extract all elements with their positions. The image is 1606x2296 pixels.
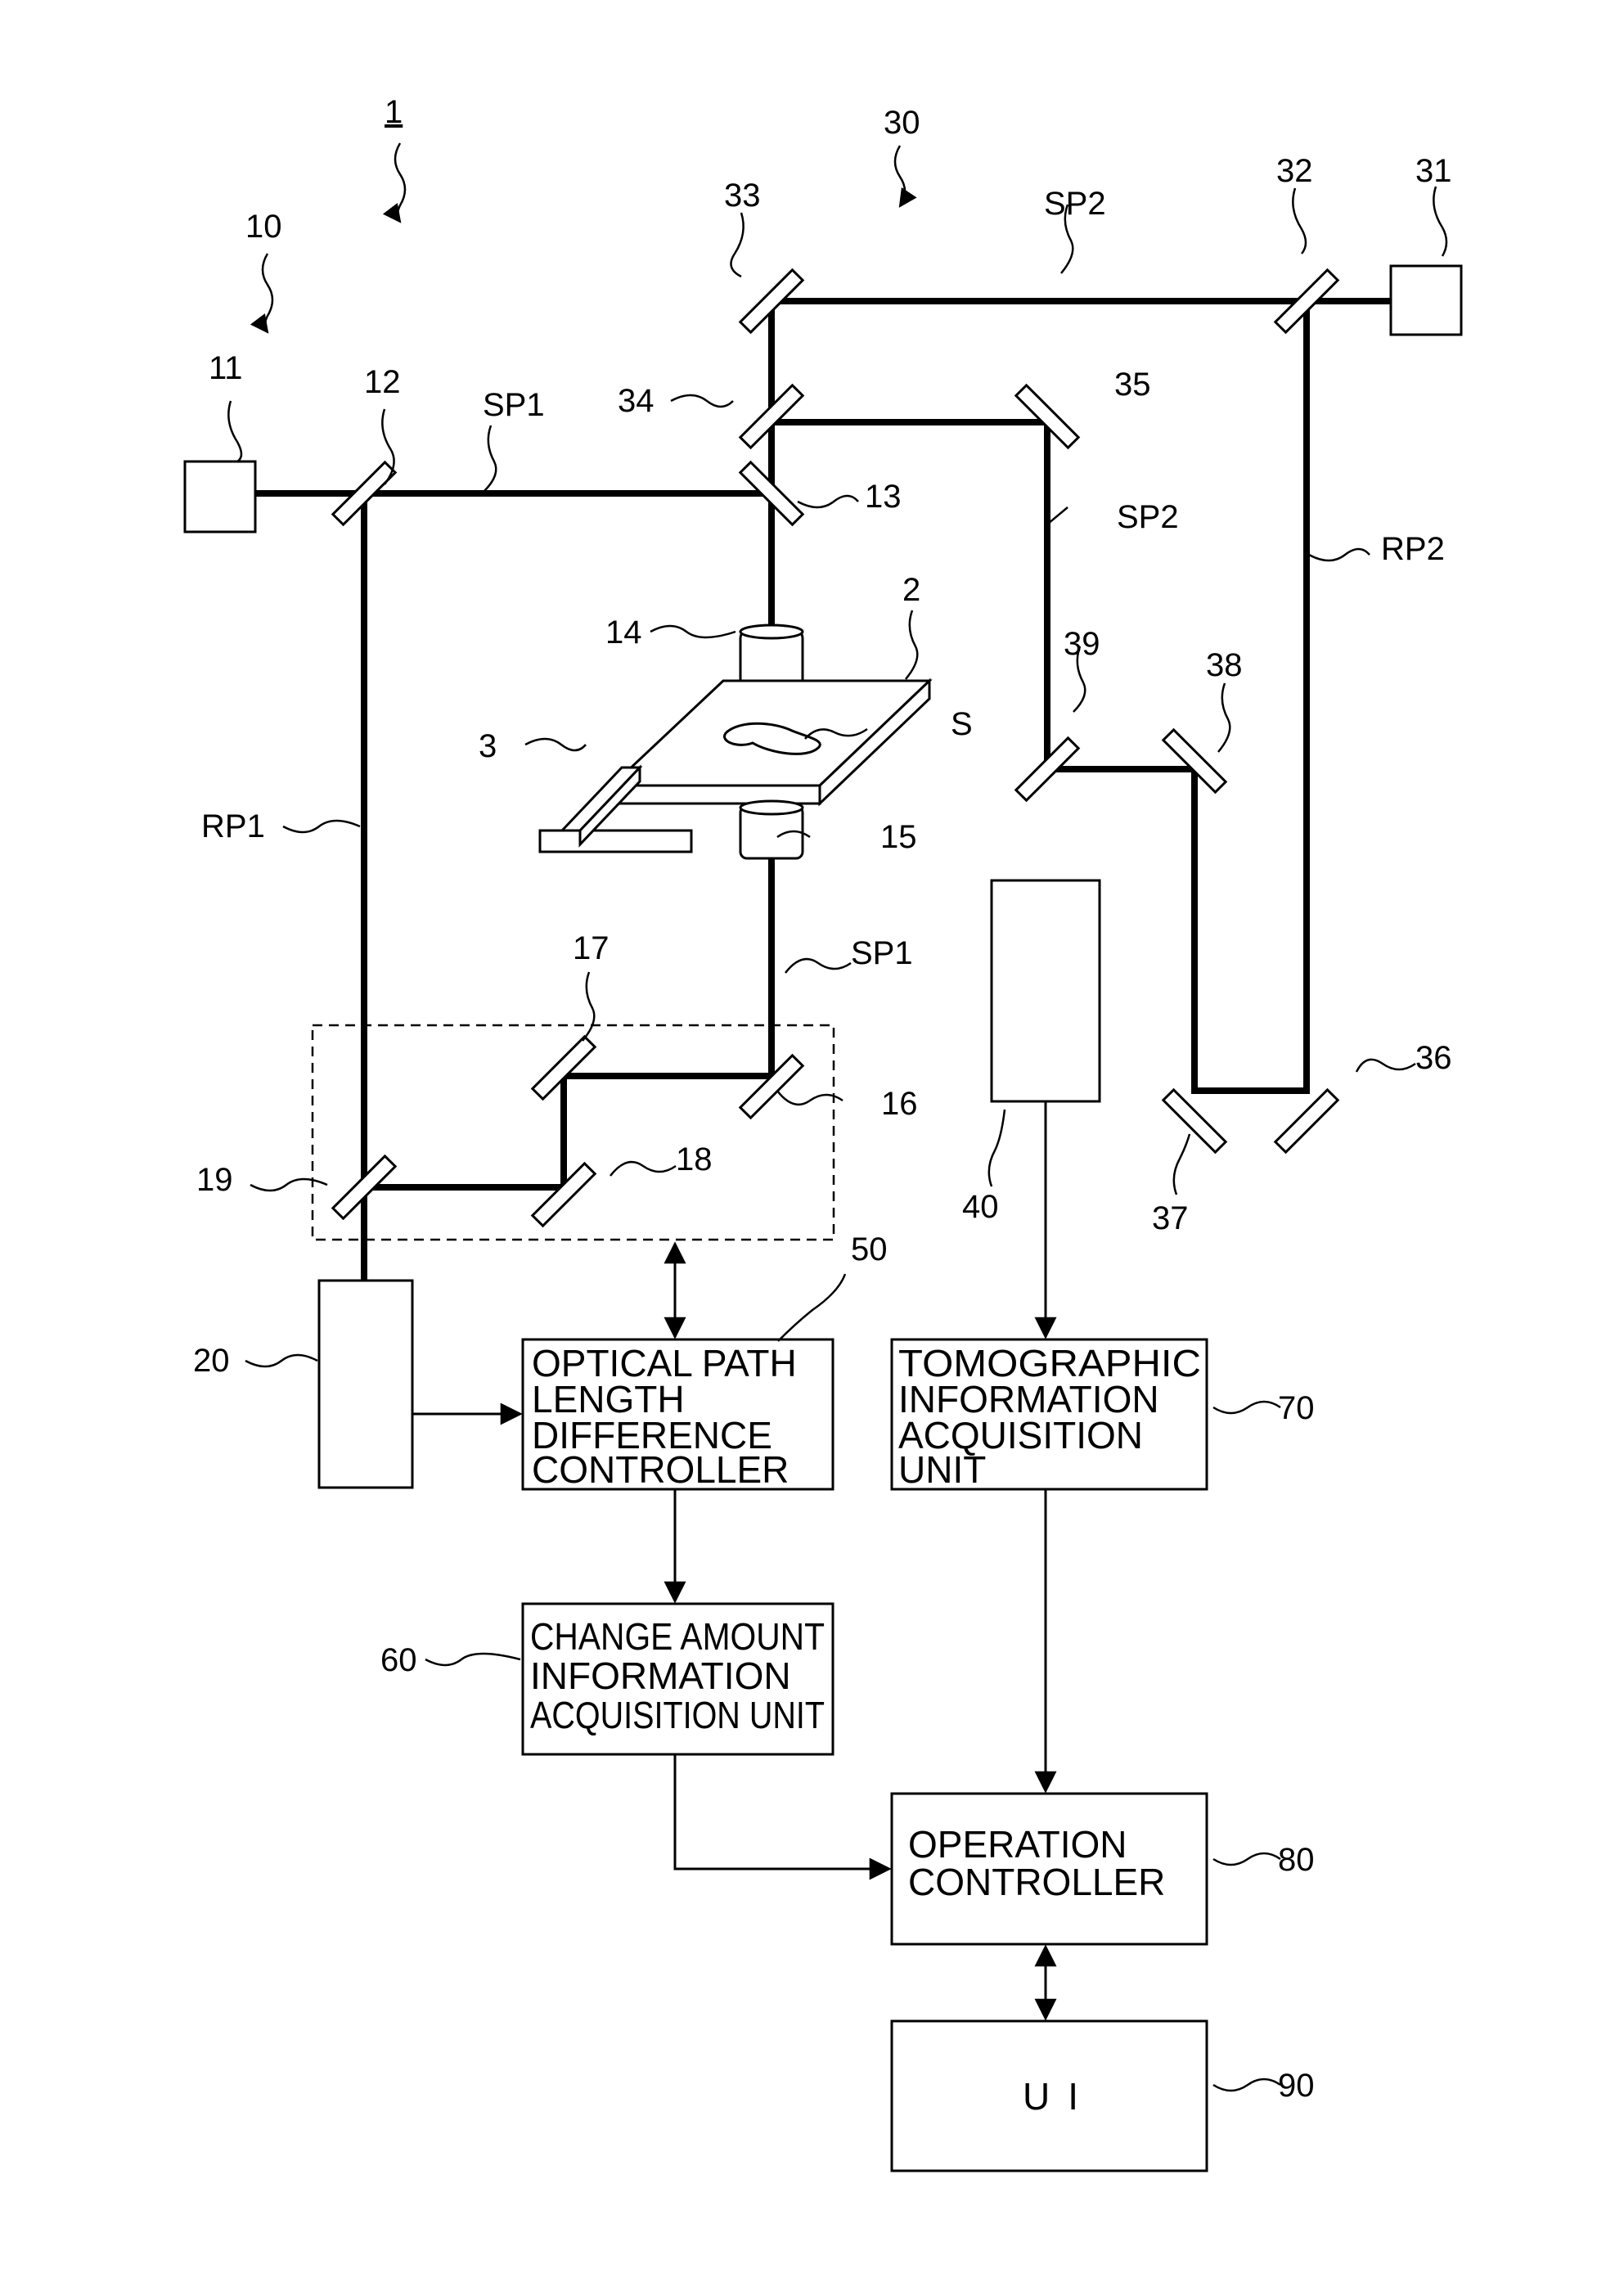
ref-38: 38	[1206, 647, 1243, 683]
wire-60-to-80	[675, 1754, 889, 1869]
operation-line-1: OPERATION	[908, 1823, 1127, 1866]
ref-40: 40	[962, 1189, 999, 1225]
ref-18: 18	[676, 1141, 713, 1177]
ref-80: 80	[1278, 1842, 1315, 1878]
ref-36: 36	[1415, 1040, 1452, 1076]
ref-30: 30	[884, 105, 920, 141]
ui-label: U I	[1023, 2075, 1082, 2118]
ref-17: 17	[573, 930, 610, 966]
label-rp2: RP2	[1381, 531, 1445, 567]
ref-12: 12	[364, 364, 401, 400]
leader-lines	[228, 143, 1446, 2091]
tomographic-block: TOMOGRAPHIC INFORMATION ACQUISITION UNIT	[892, 1339, 1207, 1491]
change-amount-block: CHANGE AMOUNT INFORMATION ACQUISITION UN…	[523, 1604, 833, 1754]
reference-numerals: 1 10 30 11 12 33 32 31 34 35 13 14 2 S 3…	[193, 94, 1452, 2104]
ref-S: S	[951, 706, 973, 742]
tomo-line-4: UNIT	[898, 1448, 986, 1491]
ref-16: 16	[881, 1086, 918, 1122]
ref-32: 32	[1276, 153, 1313, 189]
ref-10: 10	[245, 209, 282, 245]
ref-90: 90	[1278, 2068, 1315, 2104]
ref-14: 14	[605, 615, 642, 651]
ref-system-1: 1	[385, 94, 403, 130]
light-source-11	[185, 461, 255, 532]
ref-37: 37	[1152, 1200, 1189, 1236]
label-sp1-lower: SP1	[851, 935, 913, 971]
change-line-1: CHANGE AMOUNT	[530, 1615, 825, 1658]
ref-60: 60	[380, 1642, 417, 1678]
change-line-3: ACQUISITION UNIT	[530, 1694, 825, 1736]
light-source-31	[1391, 266, 1461, 335]
ref-13: 13	[865, 479, 902, 515]
mirror-37	[1163, 1090, 1226, 1152]
opld-controller-block: OPTICAL PATH LENGTH DIFFERENCE CONTROLLE…	[523, 1339, 833, 1491]
ref-35: 35	[1114, 367, 1151, 403]
opld-line-4: CONTROLLER	[532, 1448, 789, 1491]
ref-33: 33	[724, 178, 761, 214]
ref-3: 3	[479, 728, 497, 764]
detector-40	[992, 880, 1100, 1101]
label-rp1: RP1	[201, 808, 265, 844]
ref-20: 20	[193, 1343, 230, 1379]
ref-50: 50	[851, 1231, 888, 1267]
ref-11: 11	[209, 350, 243, 386]
ref-31: 31	[1415, 153, 1452, 189]
detector-20	[319, 1281, 412, 1488]
ref-39: 39	[1064, 626, 1100, 662]
sample-stage-2	[612, 681, 929, 804]
change-line-2: INFORMATION	[530, 1654, 791, 1697]
ui-block: U I	[892, 2021, 1207, 2171]
operation-controller-block: OPERATION CONTROLLER	[892, 1794, 1207, 1944]
ref-15: 15	[880, 819, 917, 855]
ref-2: 2	[902, 572, 920, 608]
label-sp2-top: SP2	[1044, 186, 1106, 222]
condenser-lens-15	[740, 801, 803, 858]
mirror-36	[1275, 1090, 1338, 1152]
ref-19: 19	[196, 1162, 233, 1198]
label-sp2-mid: SP2	[1117, 499, 1179, 535]
ref-34: 34	[618, 383, 655, 419]
operation-line-2: CONTROLLER	[908, 1861, 1165, 1903]
label-sp1-top: SP1	[483, 387, 545, 423]
ref-70: 70	[1278, 1390, 1315, 1426]
